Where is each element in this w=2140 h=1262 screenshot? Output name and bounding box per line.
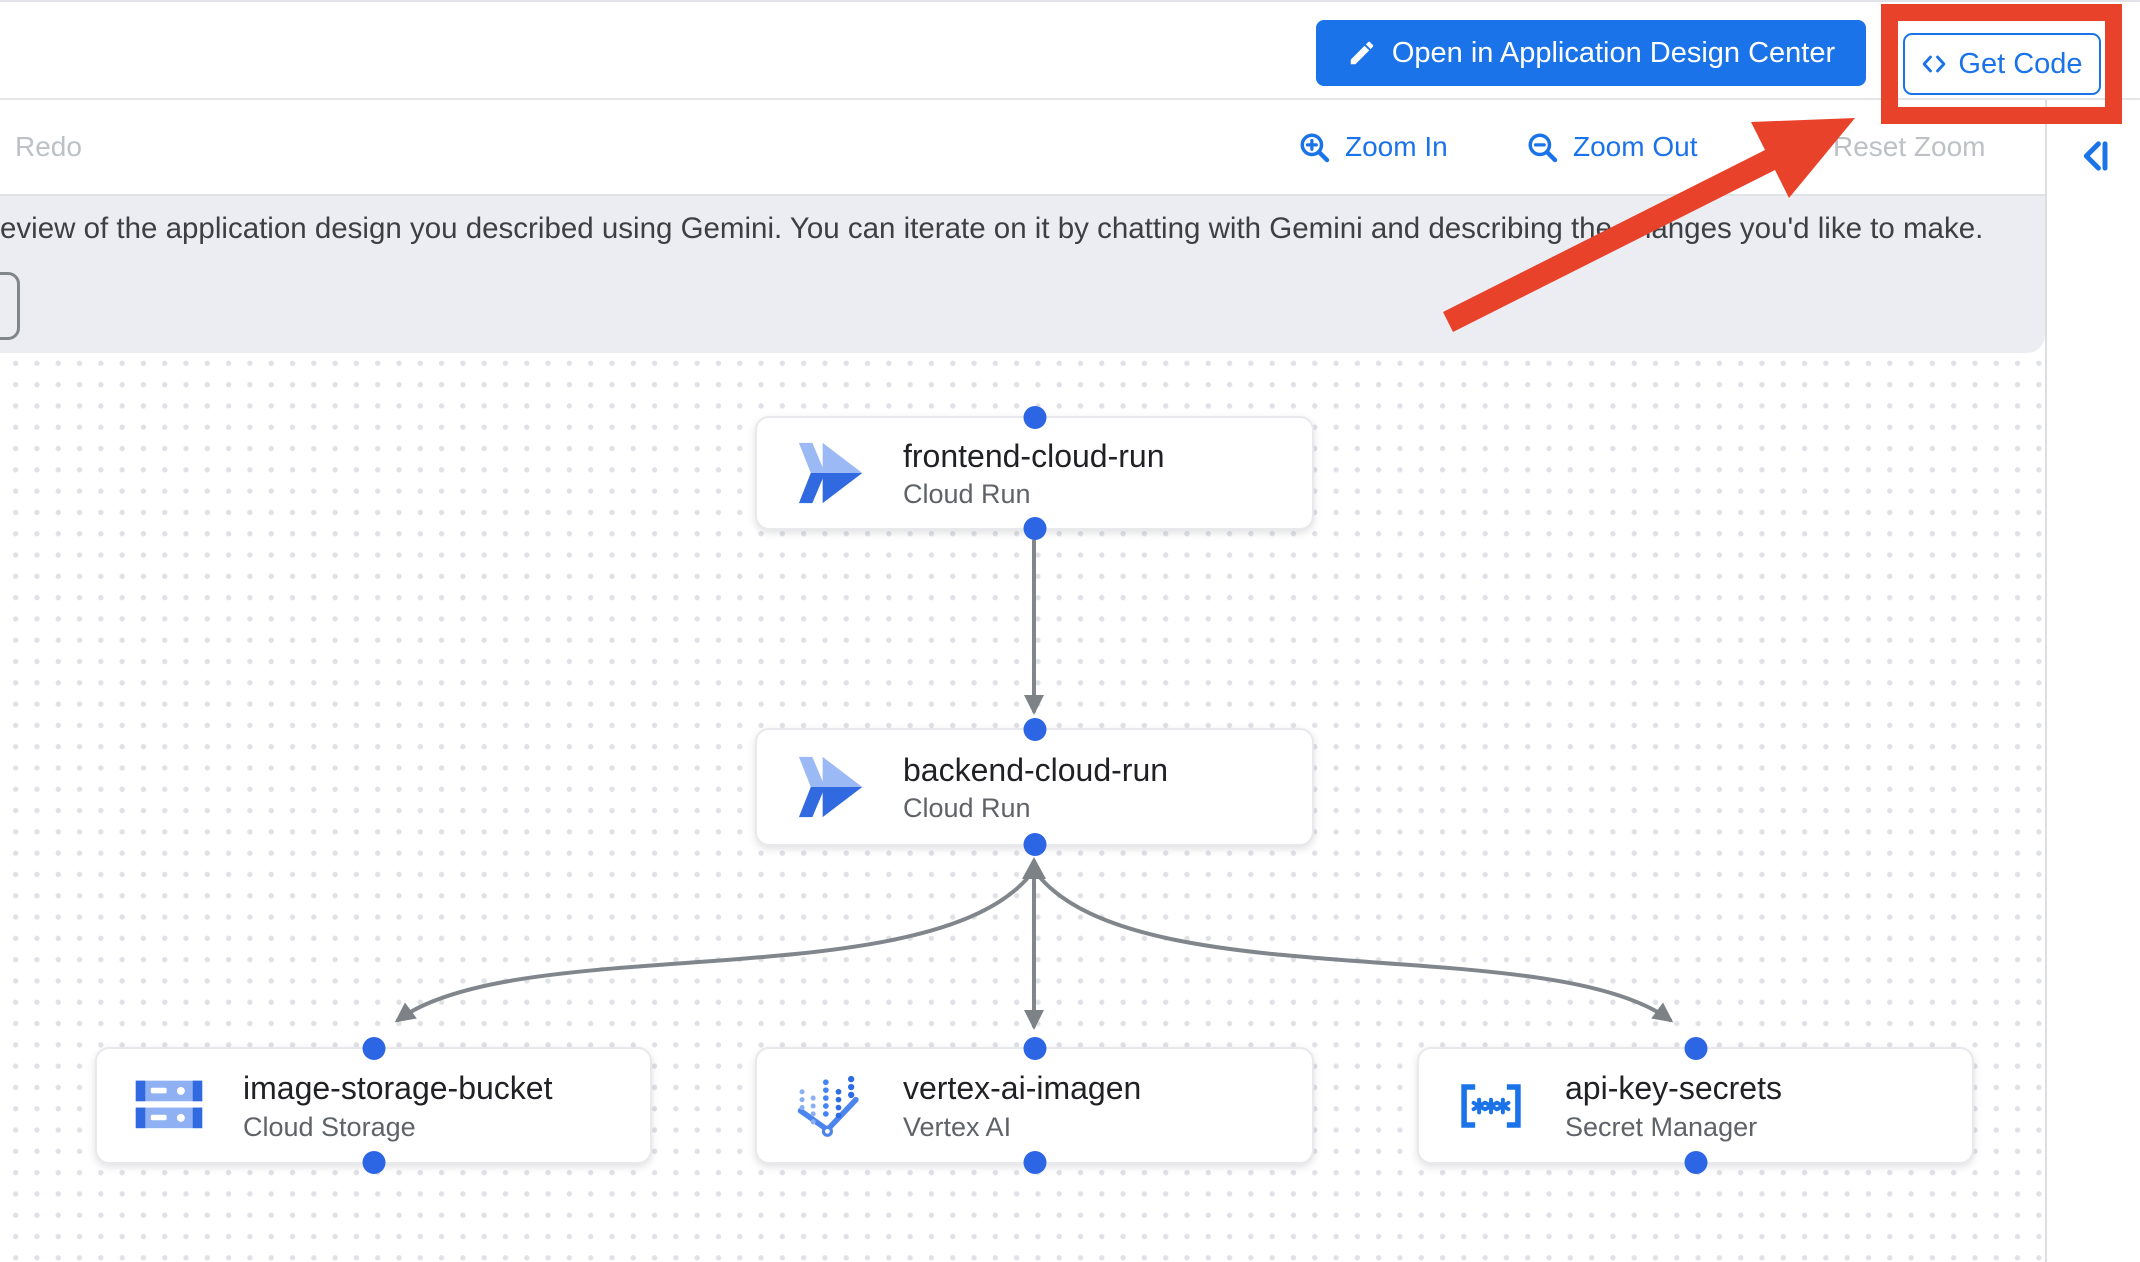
node-title: frontend-cloud-run xyxy=(903,437,1165,474)
redo-label: Redo xyxy=(15,131,82,162)
connection-port-top[interactable] xyxy=(362,1037,385,1060)
right-panel xyxy=(2045,100,2140,1262)
redo-button[interactable]: Redo xyxy=(15,100,82,194)
get-code-button[interactable]: Get Code xyxy=(1902,33,2101,95)
collapse-panel-button[interactable] xyxy=(2068,130,2120,185)
node-subtitle: Secret Manager xyxy=(1565,1111,1758,1142)
connection-port-top[interactable] xyxy=(1023,718,1046,741)
cut-off-button[interactable] xyxy=(0,272,20,340)
header: Open in Application Design Center Get Co… xyxy=(0,0,2140,124)
code-icon xyxy=(1923,55,1946,73)
node-subtitle: Cloud Run xyxy=(903,793,1031,824)
node-title: vertex-ai-imagen xyxy=(903,1070,1142,1107)
highlight-box: Get Code xyxy=(1881,4,2122,124)
get-code-label: Get Code xyxy=(1958,47,2083,80)
reset-zoom-button[interactable]: Reset Zoom xyxy=(1833,100,1986,194)
zoom-in-button[interactable]: Zoom In xyxy=(1297,100,1448,194)
node-image-storage-bucket[interactable]: image-storage-bucket Cloud Storage xyxy=(95,1037,652,1174)
banner-message: eview of the application design you desc… xyxy=(0,212,1984,245)
zoom-in-label: Zoom In xyxy=(1345,131,1448,162)
zoom-out-label: Zoom Out xyxy=(1573,131,1698,162)
connection-port-bottom[interactable] xyxy=(362,1151,385,1174)
connection-port-bottom[interactable] xyxy=(1023,1151,1046,1174)
open-in-application-design-center-button[interactable]: Open in Application Design Center xyxy=(1316,20,1866,86)
node-subtitle: Vertex AI xyxy=(903,1111,1012,1142)
connection-port-top[interactable] xyxy=(1023,1037,1046,1060)
connection-port-bottom[interactable] xyxy=(1684,1151,1707,1174)
cloud-run-icon xyxy=(798,756,863,818)
canvas-toolbar: Redo Zoom In Zoom Out Reset Zoom xyxy=(0,100,2045,194)
node-subtitle: Cloud Run xyxy=(903,479,1031,510)
open-in-adc-label: Open in Application Design Center xyxy=(1391,36,1836,69)
gemini-preview-banner: eview of the application design you desc… xyxy=(0,194,2045,353)
node-vertex-ai-imagen[interactable]: vertex-ai-imagen Vertex AI xyxy=(755,1037,1314,1174)
zoom-out-icon xyxy=(1528,132,1558,162)
connection-port-top[interactable] xyxy=(1684,1037,1707,1060)
collapse-left-icon xyxy=(2083,141,2107,171)
zoom-in-icon xyxy=(1300,132,1330,162)
node-title: backend-cloud-run xyxy=(903,751,1169,788)
node-title: api-key-secrets xyxy=(1565,1070,1782,1107)
connection-port-top[interactable] xyxy=(1023,406,1046,429)
node-frontend-cloud-run[interactable]: frontend-cloud-run Cloud Run xyxy=(755,406,1314,540)
cloud-run-icon xyxy=(798,442,863,504)
node-api-key-secrets[interactable]: api-key-secrets Secret Manager xyxy=(1417,1037,1974,1174)
connection-port-bottom[interactable] xyxy=(1023,833,1046,856)
pencil-icon xyxy=(1350,41,1374,65)
zoom-out-button[interactable]: Zoom Out xyxy=(1525,100,1697,194)
cloud-storage-icon xyxy=(135,1080,203,1128)
vertex-ai-icon xyxy=(797,1075,859,1137)
node-subtitle: Cloud Storage xyxy=(243,1111,416,1142)
node-backend-cloud-run[interactable]: backend-cloud-run Cloud Run xyxy=(755,718,1314,856)
node-title: image-storage-bucket xyxy=(243,1070,553,1107)
reset-zoom-label: Reset Zoom xyxy=(1833,131,1986,162)
secret-manager-icon xyxy=(1461,1083,1521,1128)
connection-port-bottom[interactable] xyxy=(1023,517,1046,540)
